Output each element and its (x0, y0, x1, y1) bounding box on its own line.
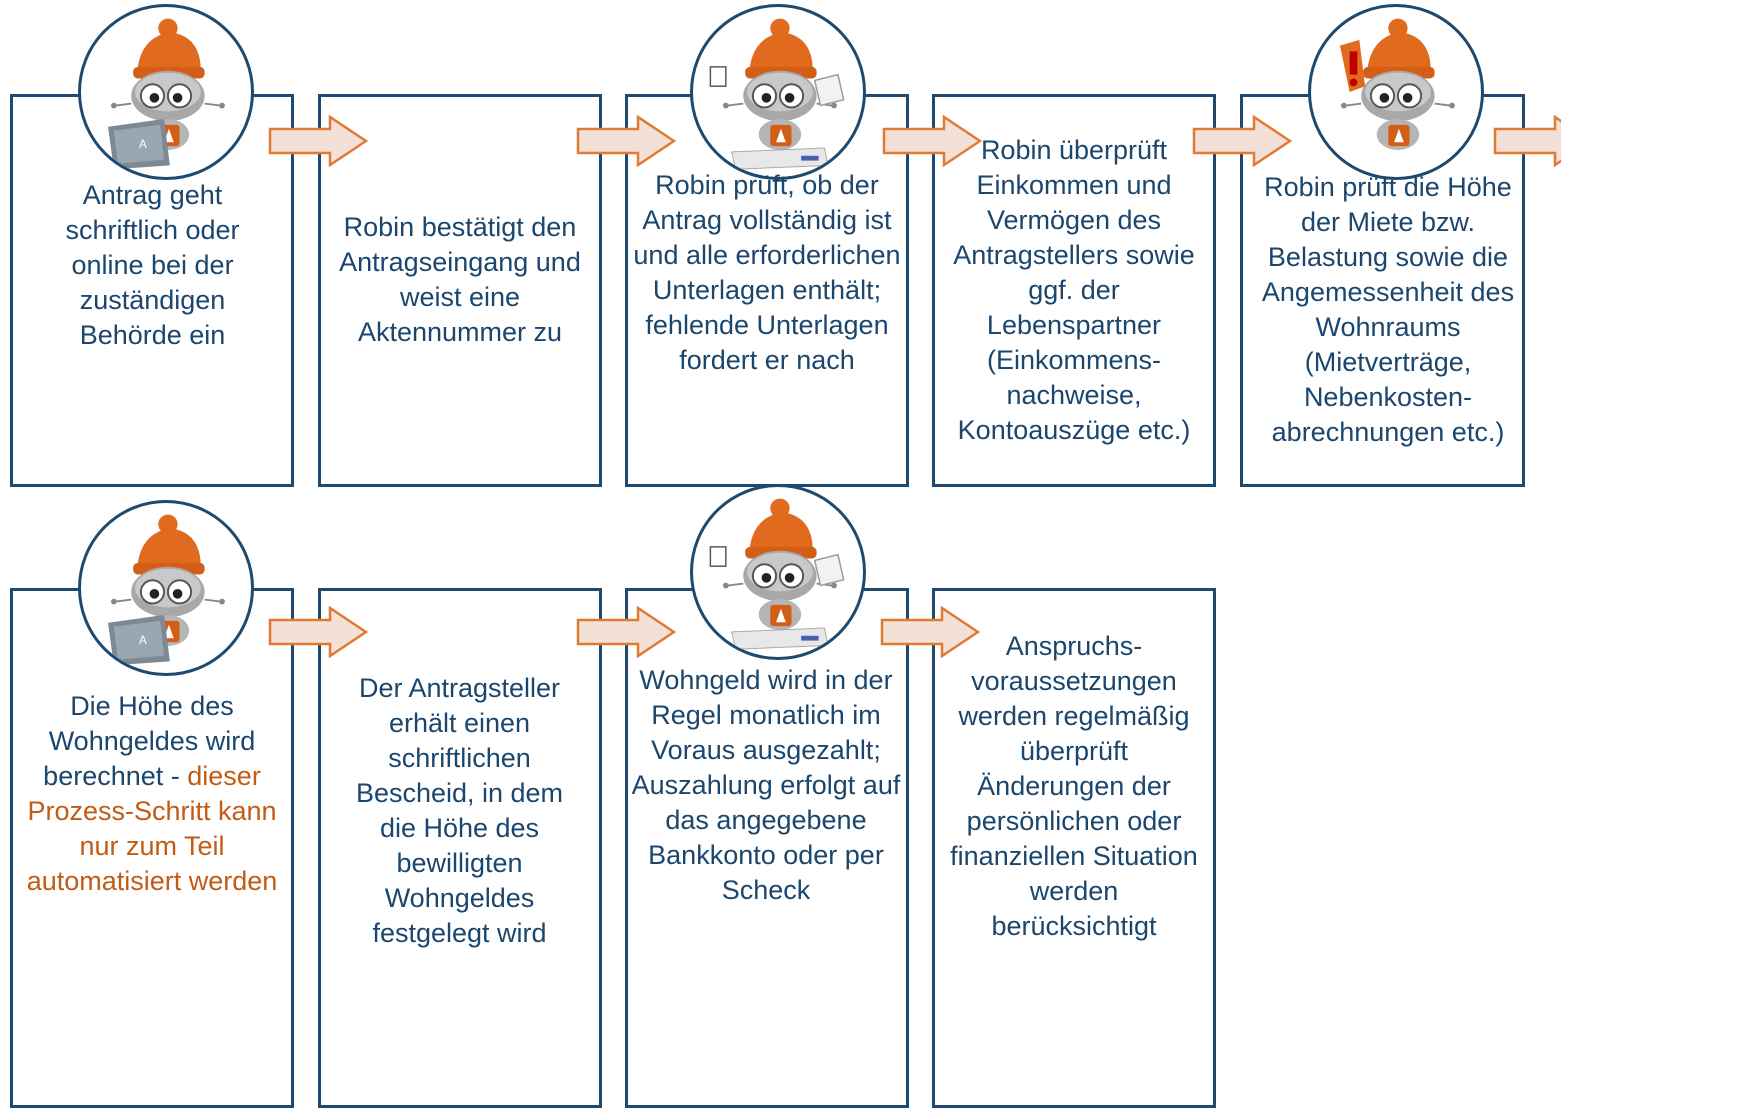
robot-documents-icon (690, 484, 866, 660)
step-text-6: Die Höhe des Wohngeldes wird berechnet -… (25, 689, 279, 899)
robot-laptop-icon: A (78, 500, 254, 676)
arrow-right-icon (1493, 115, 1561, 167)
step-box-7 (318, 588, 602, 1108)
step-box-9 (932, 588, 1216, 1108)
svg-text:A: A (139, 635, 147, 647)
arrow-right-icon (1192, 115, 1292, 167)
step-text-6-highlight: dieser Prozess-Schritt kann nur zum Teil… (26, 761, 278, 896)
svg-text:A: A (139, 139, 147, 151)
robot-documents-icon (690, 4, 866, 180)
step-text-8: Wohngeld wird in der Regel monatlich im … (631, 665, 901, 905)
arrow-right-icon (576, 115, 676, 167)
robot-laptop-icon: A (78, 4, 254, 180)
step-text-2: Robin bestätigt den Antragseingang und w… (339, 212, 581, 347)
step-text-1: Antrag geht schriftlich oder online bei … (65, 180, 240, 350)
robot-attention-icon (1308, 4, 1484, 180)
step-box-4 (932, 94, 1216, 487)
step-text-5: Robin prüft die Höhe der Miete bzw. Bela… (1261, 172, 1515, 447)
step-text-9: Anspruchs-voraussetzungen werden regelmä… (950, 631, 1198, 941)
step-text-6a: Die Höhe des Wohngeldes wird berechnet - (43, 691, 256, 791)
step-text-3: Robin prüft, ob der Antrag vollständig i… (633, 170, 901, 375)
step-text-7: Der Antragsteller erhält einen schriftli… (355, 673, 564, 948)
arrow-right-icon (576, 606, 676, 658)
arrow-right-icon (268, 606, 368, 658)
step-box-5 (1240, 94, 1525, 487)
arrow-right-icon (268, 115, 368, 167)
step-box-2 (318, 94, 602, 487)
step-text-4: Robin überprüft Einkommen und Vermögen d… (953, 135, 1195, 445)
